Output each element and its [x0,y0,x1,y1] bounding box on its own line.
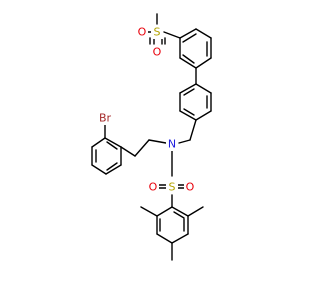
bond [189,119,197,141]
bond [179,28,197,39]
bond [178,139,191,144]
bond [106,162,118,171]
svg-text:O: O [186,181,195,194]
bond [182,33,197,43]
bond [134,139,150,157]
svg-text:O: O [149,181,158,194]
svg-text:Br: Br [99,112,112,125]
bond [106,141,118,150]
sulfone-sulfur-atom: S [151,25,163,39]
bond [195,110,212,121]
bond [91,137,106,148]
bond [187,206,204,217]
bond [171,233,189,244]
bond [171,206,189,217]
sulfonamide-oxygen-atom: O [147,180,159,194]
sulfone-oxygen-atom: O [136,25,148,39]
svg-text:O: O [153,46,162,59]
bond [104,137,122,148]
bonds [91,13,212,261]
bond [182,54,195,64]
svg-text:S: S [154,26,161,39]
bond [179,83,197,94]
bond [195,83,212,94]
nitrogen-atom: N [166,137,178,151]
sulfone-oxygen-atom: O [151,45,163,59]
atom-labels: S O O Br N S O O [95,25,196,194]
bond [148,139,167,144]
bond [183,108,195,116]
svg-text:O: O [138,26,147,39]
bond [195,28,212,39]
bond [183,88,195,96]
bond [91,164,107,175]
bond [140,206,158,217]
bond [105,164,122,175]
bond [173,211,185,219]
bond [195,57,212,69]
bond [156,206,173,217]
bond [163,31,181,39]
bond [156,233,173,244]
bond [120,146,136,157]
bond [179,110,197,121]
svg-text:N: N [168,138,176,151]
bromine-atom: Br [95,111,115,125]
sulfonamide-sulfur-atom: S [166,180,178,194]
svg-text:S: S [169,181,176,194]
sulfonamide-oxygen-atom: O [184,180,196,194]
molecule-structure: S O O Br N S O O [91,13,212,261]
bond [179,57,197,69]
